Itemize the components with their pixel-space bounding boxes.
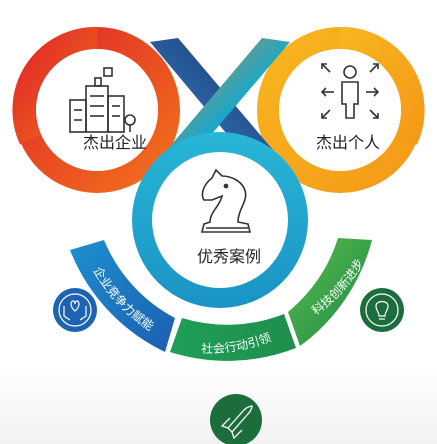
center-disc — [152, 152, 288, 288]
arc-bottom — [170, 314, 296, 361]
left-loop-front — [12, 26, 98, 145]
cases-label: 优秀案例 — [197, 247, 261, 266]
hands-with-heart-icon — [53, 288, 97, 332]
arc-left — [70, 240, 175, 352]
person-with-arrows-icon — [320, 63, 380, 119]
arc-right — [288, 238, 372, 346]
enterprise-label: 杰出企业 — [83, 133, 147, 152]
chess-knight-icon — [200, 168, 252, 233]
right-disc — [279, 49, 401, 171]
individual-label: 杰出个人 — [316, 133, 380, 152]
rocket-icon — [210, 394, 262, 444]
left-disc — [36, 49, 158, 171]
lightbulb-icon — [360, 288, 404, 332]
right-loop-front — [339, 26, 425, 145]
office-buildings-icon — [69, 67, 136, 133]
